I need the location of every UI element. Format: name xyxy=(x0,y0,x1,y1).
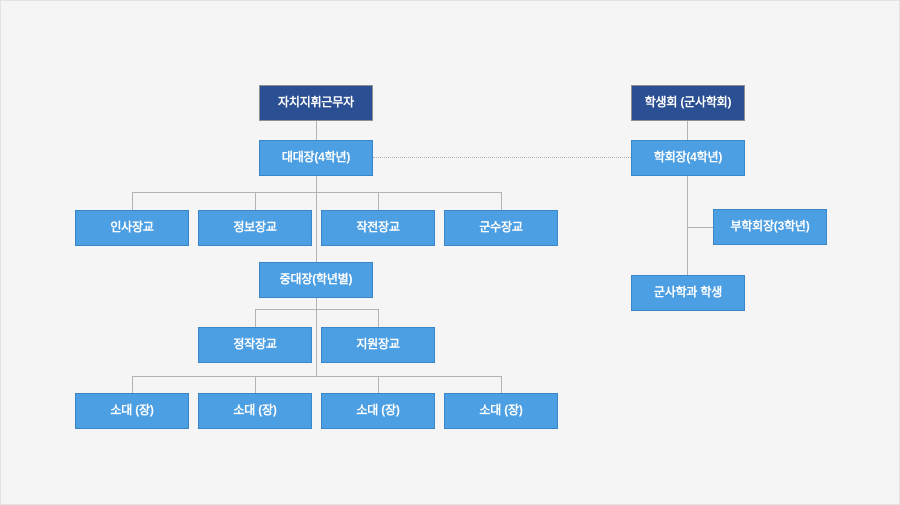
node-battalion-commander[interactable]: 대대장(4학년) xyxy=(259,140,373,176)
edge-president-to-vice-president xyxy=(687,227,713,228)
edge-company-to-platoon xyxy=(316,309,317,376)
edge-header-to-president xyxy=(687,121,688,140)
node-council-vice-president[interactable]: 부학회장(3학년) xyxy=(713,209,827,245)
edge-battalion-to-company-commander xyxy=(316,192,317,262)
edge-drop-company-officer-2 xyxy=(378,309,379,327)
edge-drop-staff-3 xyxy=(378,192,379,210)
node-staff-officer-personnel[interactable]: 인사장교 xyxy=(75,210,189,246)
edge-president-spine xyxy=(687,176,688,275)
node-staff-officer-logistics[interactable]: 군수장교 xyxy=(444,210,558,246)
edge-drop-company-officer-1 xyxy=(255,309,256,327)
node-company-officer-support[interactable]: 지원장교 xyxy=(321,327,435,363)
edge-drop-platoon-2 xyxy=(255,376,256,393)
node-military-science-students[interactable]: 군사학과 학생 xyxy=(631,275,745,311)
edge-company-commander-drop xyxy=(316,298,317,309)
node-company-commander[interactable]: 중대장(학년별) xyxy=(259,262,373,298)
node-council-president[interactable]: 학회장(4학년) xyxy=(631,140,745,176)
edge-drop-staff-4 xyxy=(501,192,502,210)
node-platoon-4[interactable]: 소대 (장) xyxy=(444,393,558,429)
edge-drop-staff-2 xyxy=(255,192,256,210)
edge-drop-staff-1 xyxy=(132,192,133,210)
node-platoon-2[interactable]: 소대 (장) xyxy=(198,393,312,429)
node-platoon-3[interactable]: 소대 (장) xyxy=(321,393,435,429)
edge-staff-bus xyxy=(132,192,502,193)
edge-company-officer-bus xyxy=(255,309,379,310)
edge-platoon-bus xyxy=(132,376,502,377)
edge-battalion-drop xyxy=(316,176,317,192)
header-box-self-command: 자치지휘근무자 xyxy=(259,85,373,121)
edge-drop-platoon-1 xyxy=(132,376,133,393)
edge-header-to-battalion-commander xyxy=(316,121,317,140)
node-company-officer-operations[interactable]: 정작장교 xyxy=(198,327,312,363)
edge-drop-platoon-3 xyxy=(378,376,379,393)
node-platoon-1[interactable]: 소대 (장) xyxy=(75,393,189,429)
node-staff-officer-intelligence[interactable]: 정보장교 xyxy=(198,210,312,246)
edge-drop-platoon-4 xyxy=(501,376,502,393)
node-staff-officer-operations[interactable]: 작전장교 xyxy=(321,210,435,246)
edge-dotted-battalion-to-student-council xyxy=(373,157,631,158)
header-box-student-council: 학생회 (군사학회) xyxy=(631,85,745,121)
